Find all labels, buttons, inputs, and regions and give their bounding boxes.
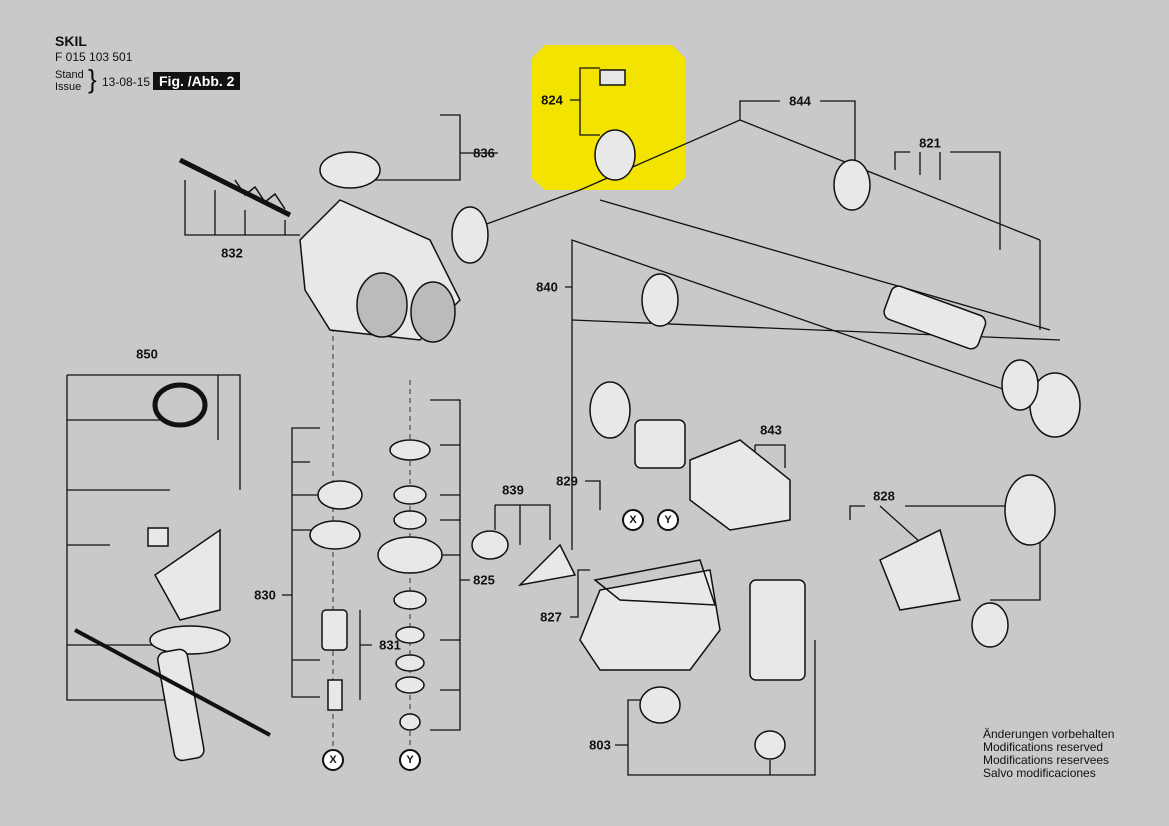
part-821: 821 — [919, 135, 941, 151]
connector-x: X — [622, 509, 644, 531]
brand-name: SKIL — [55, 33, 87, 49]
part-803: 803 — [589, 737, 611, 753]
note-de: Änderungen vorbehalten — [983, 727, 1115, 741]
note-en: Modifications reserved — [983, 740, 1104, 754]
note-es: Salvo modificaciones — [983, 766, 1096, 780]
figure-label: Fig. /Abb. 2 — [153, 72, 241, 90]
part-844: 844 — [789, 93, 811, 109]
note-fr: Modifications reservees — [983, 753, 1110, 767]
connector-y: Y — [657, 509, 679, 531]
issue-label: Issue — [55, 81, 82, 93]
part-829: 829 — [556, 473, 578, 489]
part-827: 827 — [540, 609, 562, 625]
part-832: 832 — [221, 245, 243, 261]
part-831: 831 — [379, 637, 401, 653]
highlight-824 — [532, 45, 685, 190]
part-843: 843 — [760, 422, 782, 438]
part-824: 824 — [541, 92, 563, 108]
part-number: F 015 103 501 — [55, 50, 133, 64]
part-825: 825 — [473, 572, 495, 588]
connector-x: X — [322, 749, 344, 771]
stand-label: Stand — [55, 69, 84, 81]
part-850: 850 — [136, 346, 158, 362]
part-830: 830 — [254, 587, 276, 603]
brace: } — [88, 64, 97, 94]
part-836: 836 — [473, 145, 495, 161]
connector-y: Y — [399, 749, 421, 771]
modification-notes: Änderungen vorbehalten Modifications res… — [983, 728, 1114, 780]
part-839: 839 — [502, 482, 524, 498]
part-840: 840 — [536, 279, 558, 295]
part-828: 828 — [873, 488, 895, 504]
issue-date: 13-08-15 — [102, 75, 151, 89]
